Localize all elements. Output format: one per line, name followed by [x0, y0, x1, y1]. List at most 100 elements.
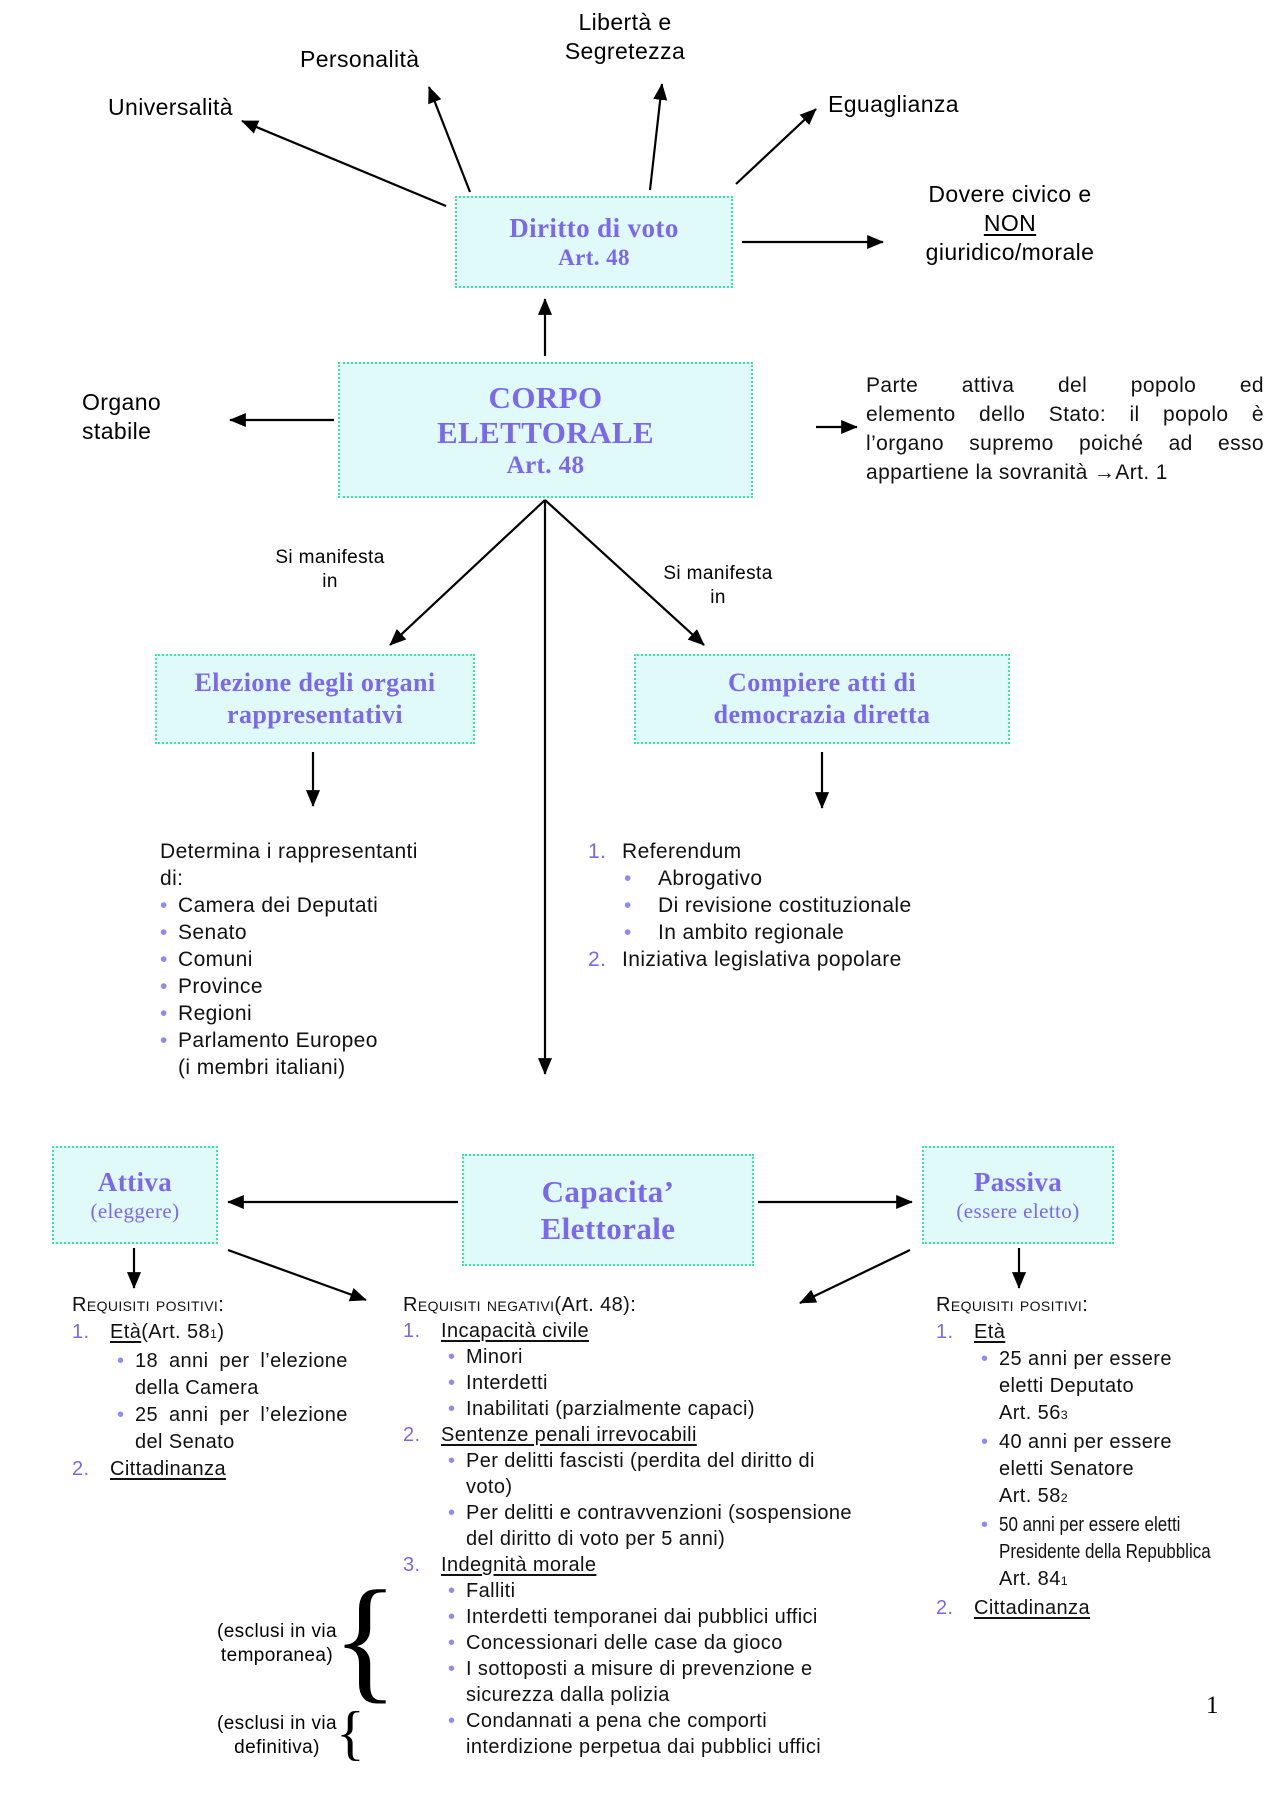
esclusi-line2: temporanea) [220, 1645, 334, 1666]
list-text: Requisiti positivi: [936, 1294, 1089, 1316]
requisito-negativo: •Condannati a pena che comporti [403, 1708, 852, 1734]
list-text: Regioni [178, 1002, 253, 1025]
list-text-rest: (Art. 48): [554, 1294, 637, 1316]
box-article: Art. 48 [558, 245, 630, 270]
box-title: Passiva [973, 1166, 1063, 1197]
list-text: Art. 56 [999, 1402, 1061, 1424]
number-marker: 2. [936, 1597, 954, 1619]
list-text: 50 anni per essere eletti [999, 1514, 1181, 1536]
list-text: Parlamento Europeo [178, 1029, 378, 1052]
list-text: Determina i rappresentanti [160, 840, 418, 863]
list-text: eletti Senatore [999, 1458, 1134, 1480]
list-text: (i membri italiani) [178, 1056, 346, 1079]
brace-esclusi-temporanea: { [332, 1562, 399, 1715]
democrazia-item: 2.Iniziativa legislativa popolare [588, 946, 912, 973]
concept-box-passiva: Passiva (essere eletto) [922, 1146, 1114, 1244]
list-text: Art. 84 [999, 1568, 1061, 1590]
democrazia-item: • Abrogativo [588, 865, 912, 892]
note-esclusi-definitiva: (esclusi in via definitiva) [212, 1712, 342, 1760]
requisito-negativo: •Per delitti fascisti (perdita del dirit… [403, 1448, 852, 1474]
list-text: Cittadinanza [110, 1458, 226, 1480]
list-text: del Senato [135, 1431, 235, 1453]
dovere-line1: Dovere civico e [928, 181, 1092, 207]
requisito-negativo: •Interdetti temporanei dai pubblici uffi… [403, 1604, 852, 1630]
list-text: I sottoposti a misure di prevenzione e [466, 1658, 813, 1680]
box-title-line1: Elezione degli organi [194, 668, 436, 697]
bullet-marker: • [160, 948, 168, 971]
list-text: eletti Deputato [999, 1375, 1134, 1397]
requisito-attiva: •25 anni per l’elezione [72, 1402, 348, 1429]
box-article: Art. 48 [506, 451, 585, 479]
list-text: sicurezza dalla polizia [466, 1684, 670, 1706]
si-manifesta-text: Si manifesta [275, 547, 385, 568]
concept-box-elezione-organi: Elezione degli organi rappresentativi [155, 654, 475, 744]
list-text: del diritto di voto per 5 anni) [466, 1528, 726, 1550]
esclusi-line1: (esclusi in via [216, 1621, 338, 1642]
list-text-rest: (Art. 58 [141, 1321, 211, 1343]
bullet-marker: • [448, 1710, 456, 1732]
list-text: Incapacità civile [441, 1320, 589, 1342]
requisito-negativo: Requisiti negativi (Art. 48): [403, 1292, 852, 1318]
bullet-marker: • [448, 1580, 456, 1602]
box-subtitle: (essere eletto) [956, 1198, 1080, 1223]
list-text: Abrogativo [658, 867, 763, 890]
principle-label-personalita: Personalità [300, 46, 420, 72]
bullet-marker: • [981, 1514, 989, 1536]
box-title-line2: Elettorale [540, 1211, 676, 1246]
list-text: 40 anni per essere [999, 1431, 1172, 1453]
label-si-manifesta-left: Si manifesta in [260, 546, 400, 594]
concept-box-capacita-elettorale: Capacita’ Elettorale [462, 1154, 754, 1266]
list-text-tail: ) [217, 1321, 225, 1343]
rappresentanti-item: •Province [160, 973, 418, 1000]
bullet-marker: • [160, 894, 168, 917]
requisito-negativo: del diritto di voto per 5 anni) [403, 1526, 852, 1552]
para-line3: l’organo supremo poiché ad esso [866, 432, 1264, 455]
liberta-line2: Segretezza [564, 38, 686, 64]
box-subtitle: (eleggere) [90, 1198, 180, 1223]
list-text: voto) [466, 1476, 513, 1498]
bullet-marker: • [448, 1346, 456, 1368]
requisito-negativo: 2.Sentenze penali irrevocabili [403, 1422, 852, 1448]
requisito-negativo: •Interdetti [403, 1370, 852, 1396]
bullet-marker: • [160, 975, 168, 998]
rappresentanti-item: Determina i rappresentanti [160, 838, 418, 865]
dovere-line2: NON [885, 209, 1135, 238]
box-title-line2: rappresentativi [227, 700, 403, 729]
bullet-marker: • [448, 1502, 456, 1524]
list-text: Indegnità morale [441, 1554, 597, 1576]
note-esclusi-temporanea: (esclusi in via temporanea) [212, 1620, 342, 1668]
list-text: Di revisione costituzionale [658, 894, 912, 917]
liberta-line1: Libertà e [578, 9, 672, 35]
list-text: Interdetti temporanei dai pubblici uffic… [466, 1606, 818, 1628]
bullet-marker: • [624, 867, 632, 890]
list-text: Referendum [622, 840, 742, 863]
number-marker: 1. [588, 840, 607, 863]
rappresentanti-item: • Parlamento Europeo [160, 1027, 418, 1054]
si-manifesta-text: Si manifesta [663, 563, 773, 584]
principle-label-liberta-segretezza: Libertà e Segretezza [540, 8, 710, 66]
superscript-note: 1 [1060, 1574, 1069, 1588]
list-text: Art. 58 [999, 1485, 1061, 1507]
bullet-marker: • [624, 921, 632, 944]
arrow-to-eguaglianza [735, 108, 817, 185]
note-organo-stabile: Organo stabile [82, 388, 161, 446]
number-marker: 3. [403, 1554, 421, 1576]
list-text: 25 anni per l’elezione [135, 1404, 348, 1426]
requisito-negativo: voto) [403, 1474, 852, 1500]
rappresentanti-item: •Camera dei Deputati [160, 892, 418, 919]
requisito-passiva: Presidente della Repubblica [936, 1539, 1248, 1566]
list-text: Per delitti fascisti (perdita del diritt… [466, 1450, 815, 1472]
box-title: Attiva [97, 1166, 173, 1197]
requisito-negativo: 3. Indegnità morale [403, 1552, 852, 1578]
si-manifesta-in: in [322, 571, 338, 592]
requisito-passiva: eletti Deputato [936, 1373, 1248, 1400]
bullet-marker: • [160, 921, 168, 944]
label-si-manifesta-right: Si manifesta in [648, 562, 788, 610]
concept-box-diritto-di-voto: Diritto di voto Art. 48 [455, 196, 733, 288]
superscript-note: 3 [1060, 1408, 1069, 1422]
bullet-marker: • [160, 1029, 168, 1052]
esclusi-line1: (esclusi in via [216, 1713, 338, 1734]
